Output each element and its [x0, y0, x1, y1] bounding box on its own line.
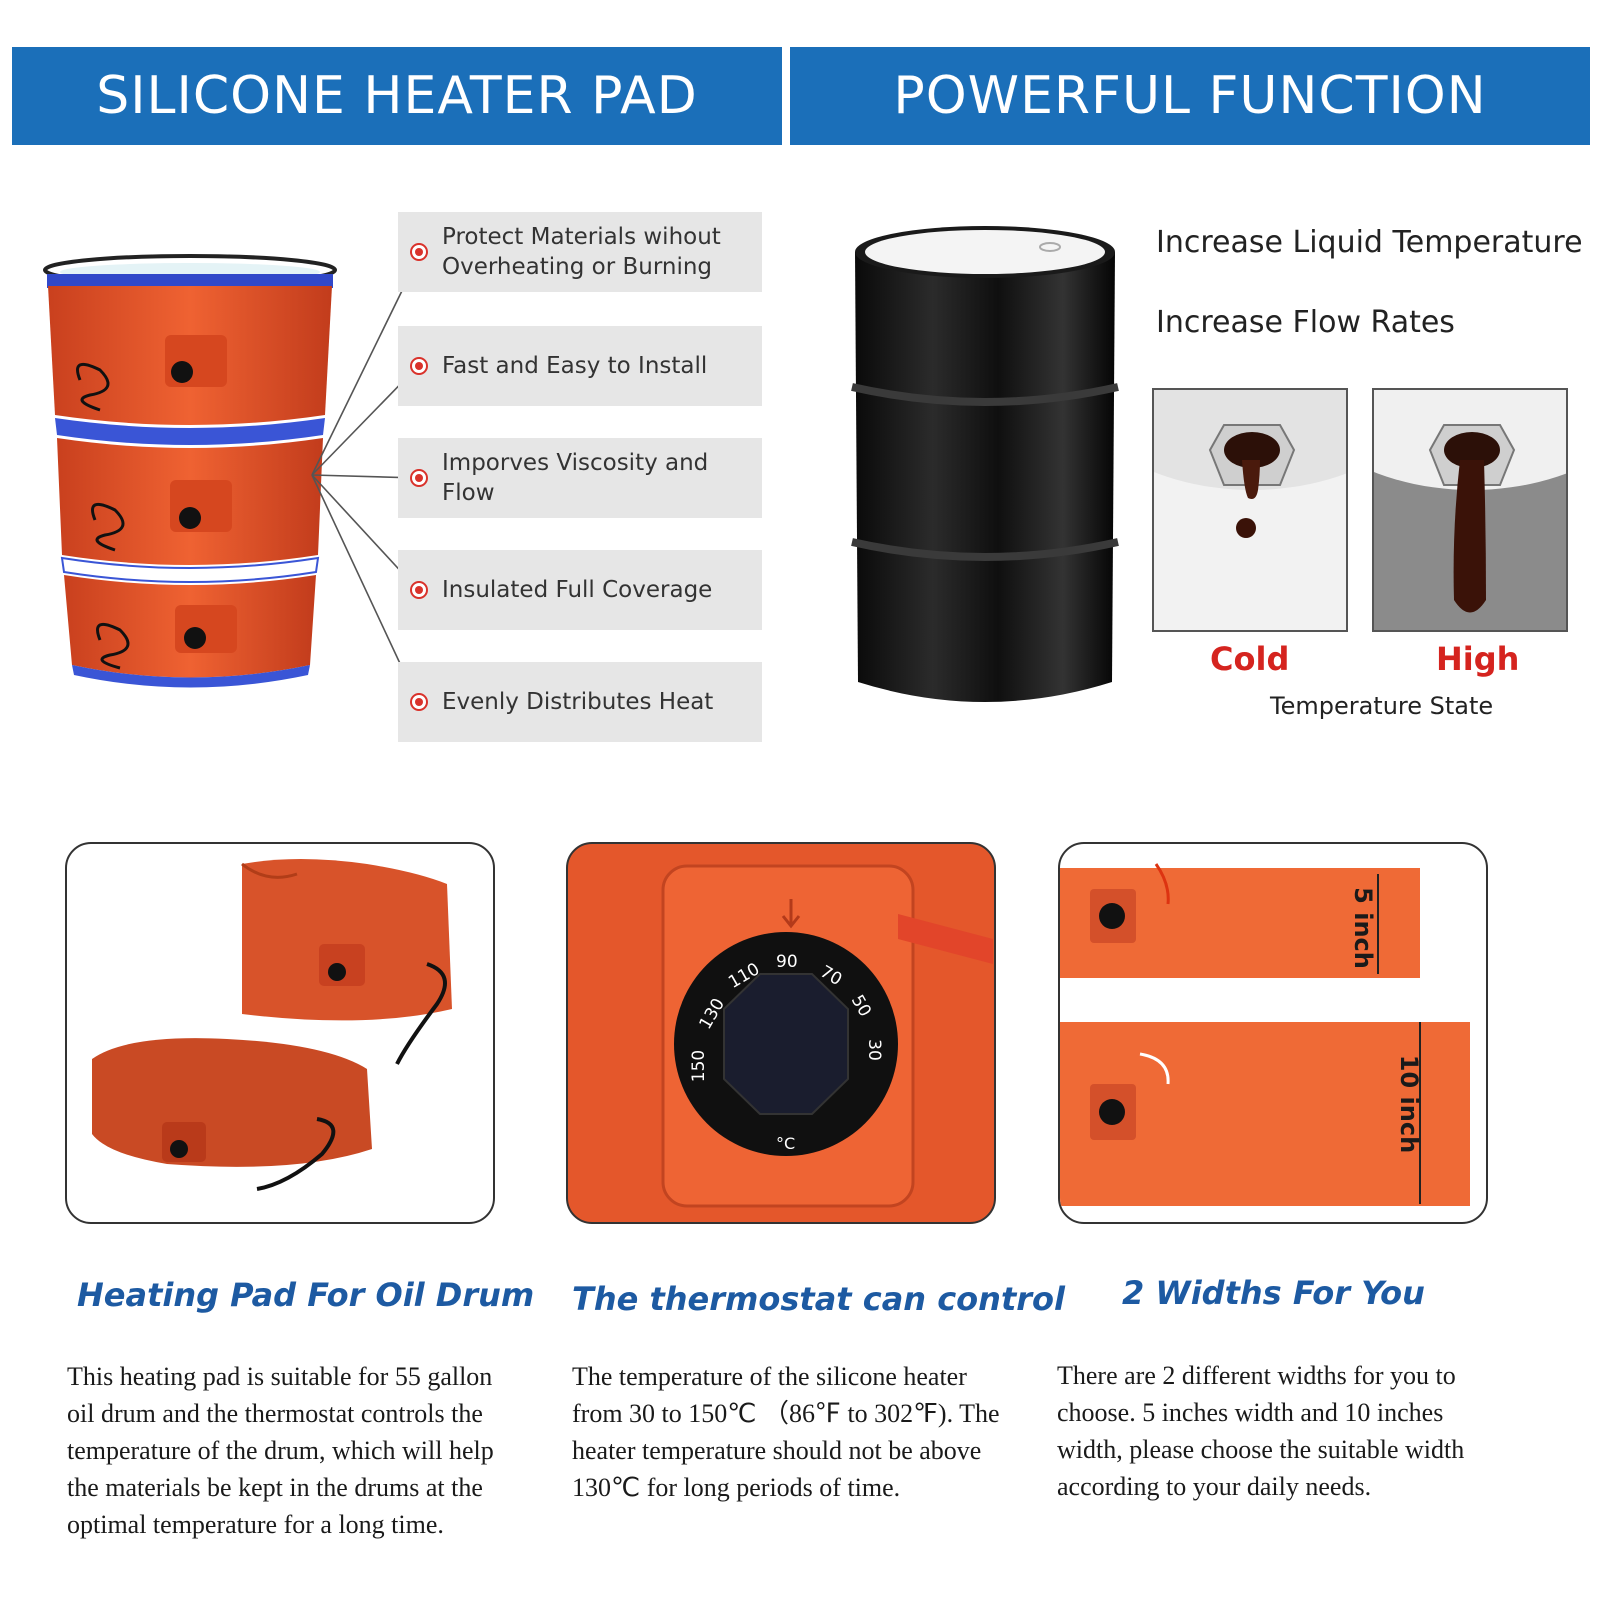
- thermostat-dial-photo: 150 130 110 90 70 50 30 °C: [566, 842, 996, 1224]
- description-heating-pad: This heating pad is suitable for 55 gall…: [67, 1362, 494, 1539]
- width-5-inch-label: 5 inch: [1348, 887, 1377, 969]
- feature-label: Fast and Easy to Install: [442, 353, 708, 379]
- red-bullet-icon: [410, 693, 428, 711]
- function-line-flow: Increase Flow Rates: [1156, 305, 1455, 340]
- red-bullet-icon: [410, 581, 428, 599]
- drum-with-heater-bands-image: [43, 254, 337, 688]
- black-oil-drum-image: [851, 226, 1119, 702]
- feature-item-insulated: Insulated Full Coverage: [398, 550, 762, 630]
- feature-item-fast-install: Fast and Easy to Install: [398, 326, 762, 406]
- description-two-widths: There are 2 different widths for you to …: [1057, 1361, 1465, 1501]
- banner-left-title: SILICONE HEATER PAD: [96, 66, 698, 126]
- dial-unit: °C: [776, 1134, 796, 1153]
- caption-thermostat: The thermostat can control: [572, 1280, 1065, 1318]
- two-widths-photo: 5 inch 10 inch: [1058, 842, 1488, 1224]
- feature-label: Imporves Viscosity and Flow: [442, 450, 709, 506]
- temperature-state-caption: Temperature State: [1270, 692, 1494, 720]
- feature-item-protect-materials: Protect Materials wihout Overheating or …: [398, 212, 762, 292]
- dial-number-30: 30: [863, 1039, 884, 1061]
- description-thermostat: The temperature of the silicone heater f…: [572, 1362, 1000, 1502]
- red-bullet-icon: [410, 357, 428, 375]
- cold-label: Cold: [1210, 640, 1290, 678]
- banner-powerful-function: POWERFUL FUNCTION: [790, 47, 1590, 145]
- banner-right-title: POWERFUL FUNCTION: [893, 66, 1487, 126]
- dial-number-150: 150: [689, 1049, 710, 1083]
- width-10-inch-label: 10 inch: [1395, 1054, 1424, 1154]
- caption-heating-pad: Heating Pad For Oil Drum: [77, 1276, 535, 1314]
- feature-label: Evenly Distributes Heat: [442, 689, 714, 715]
- high-state-image: [1372, 388, 1568, 632]
- dial-number-90: 90: [776, 952, 798, 972]
- heating-pads-photo: [65, 842, 495, 1224]
- red-bullet-icon: [410, 469, 428, 487]
- function-line-temperature: Increase Liquid Temperature: [1156, 225, 1583, 260]
- feature-item-viscosity: Imporves Viscosity and Flow: [398, 438, 762, 518]
- feature-item-distributes-heat: Evenly Distributes Heat: [398, 662, 762, 742]
- cold-state-image: [1152, 388, 1348, 632]
- banner-silicone-heater-pad: SILICONE HEATER PAD: [12, 47, 782, 145]
- feature-label: Protect Materials wihout Overheating or …: [442, 224, 721, 280]
- high-label: High: [1436, 640, 1520, 678]
- caption-two-widths: 2 Widths For You: [1122, 1274, 1425, 1312]
- red-bullet-icon: [410, 243, 428, 261]
- thermostat-dial-icon: [661, 864, 993, 1208]
- feature-label: Insulated Full Coverage: [442, 577, 713, 603]
